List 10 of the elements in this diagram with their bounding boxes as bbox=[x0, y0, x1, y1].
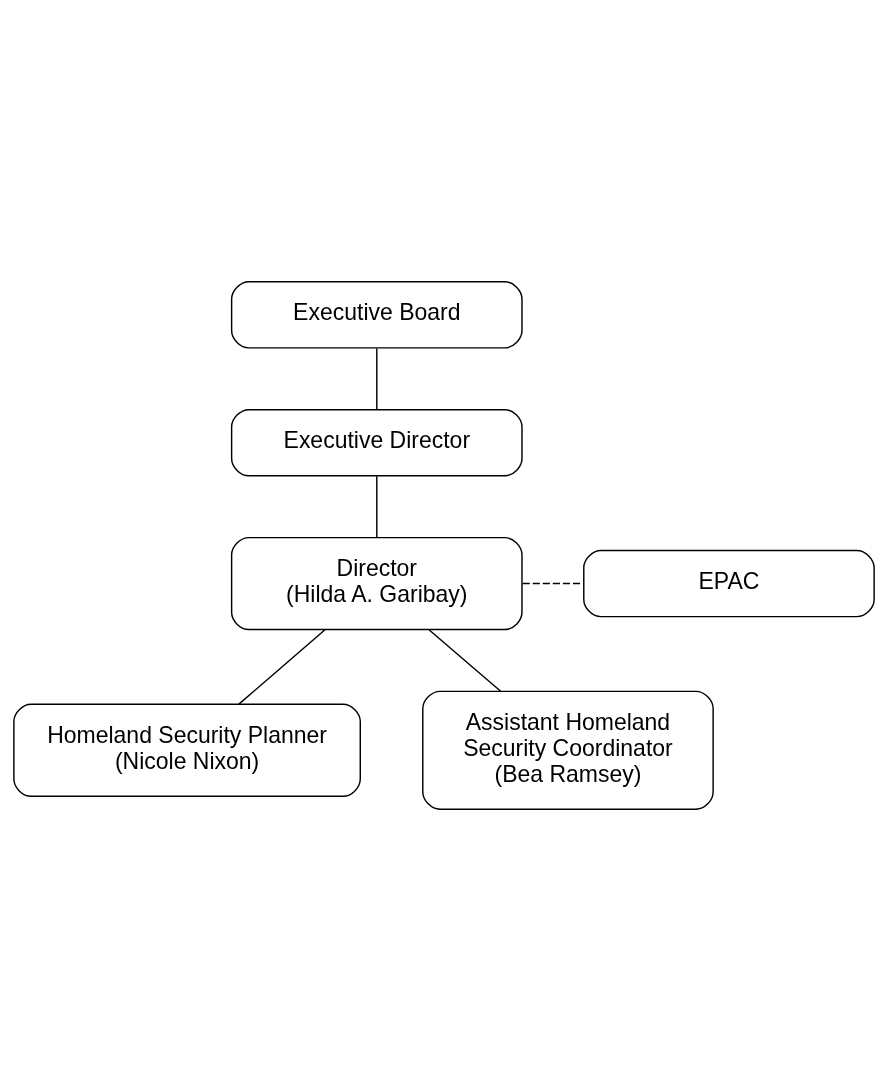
connector bbox=[376, 347, 378, 411]
node-box: Executive Director bbox=[230, 408, 523, 477]
connector bbox=[238, 629, 326, 705]
connector bbox=[376, 475, 378, 538]
node-box: Homeland Security Planner (Nicole Nixon) bbox=[13, 703, 361, 798]
node-box: Assistant Homeland Security Coordinator (Bea Ramsey) bbox=[422, 690, 714, 810]
node-box: Director (Hilda A. Garibay) bbox=[230, 536, 523, 631]
node-box: EPAC bbox=[583, 549, 875, 618]
connector bbox=[428, 629, 502, 692]
node-box: Executive Board bbox=[230, 281, 523, 349]
